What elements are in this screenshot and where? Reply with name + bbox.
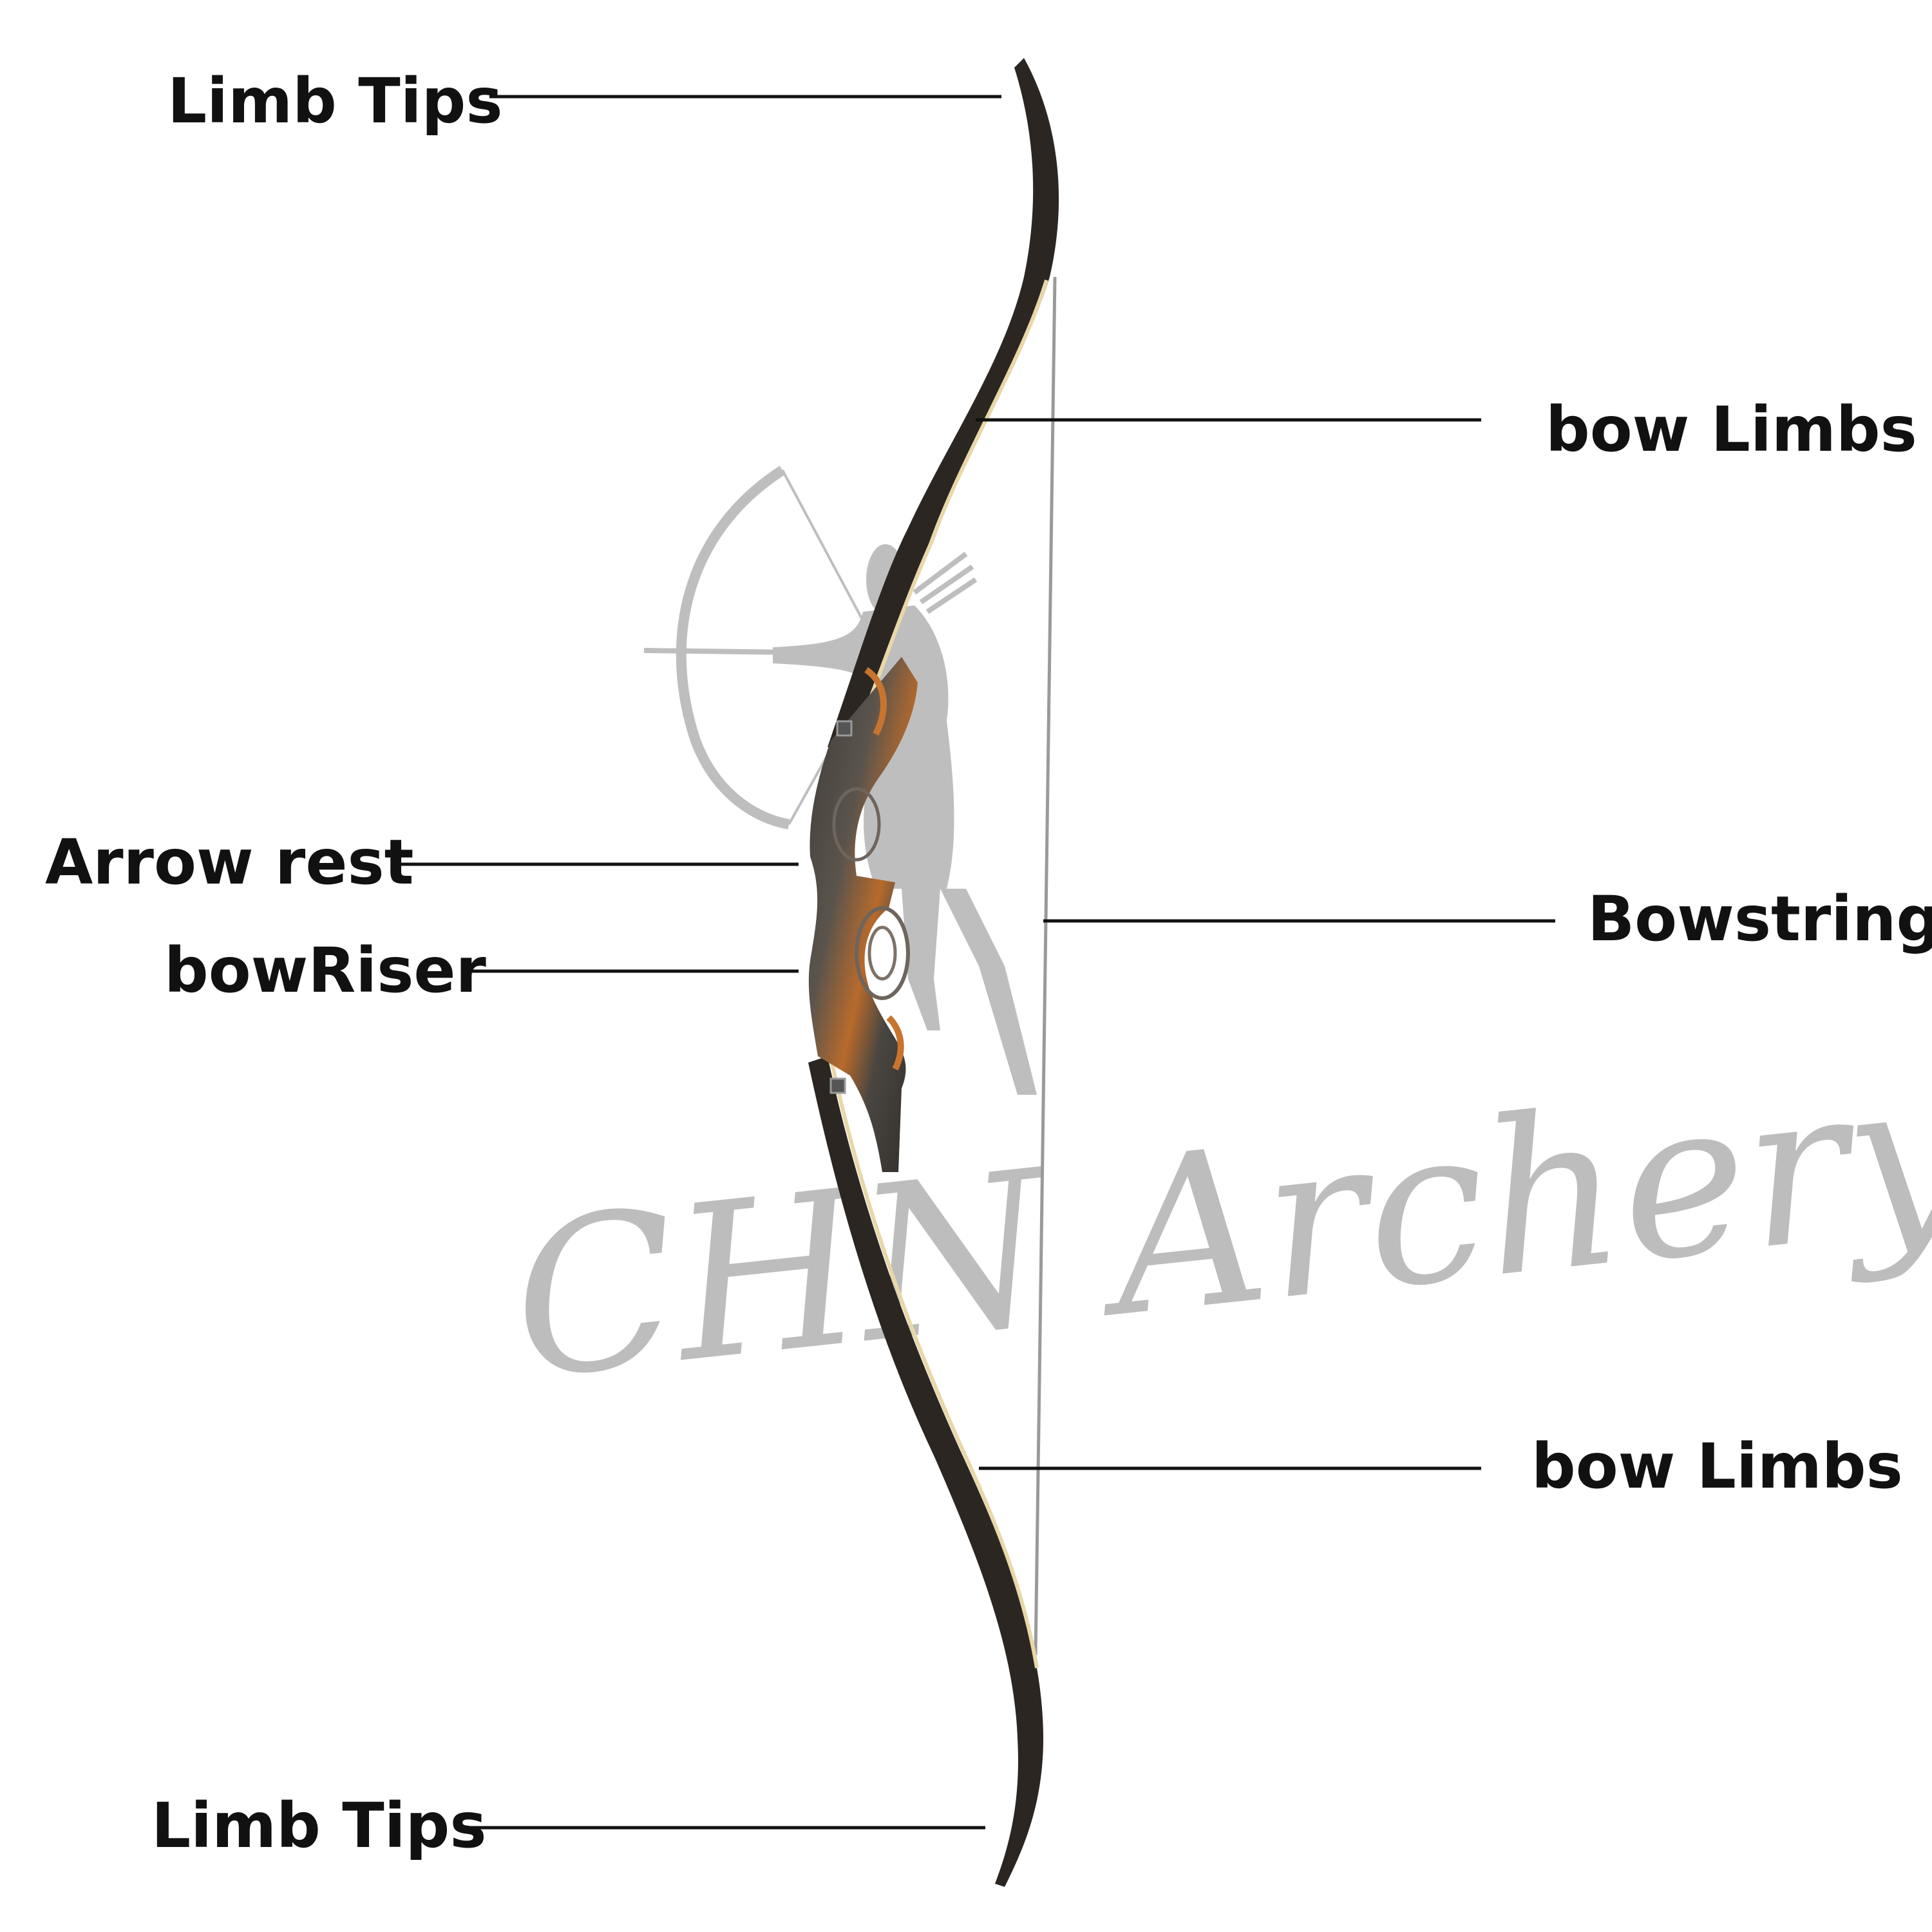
label-limb-tips-bottom: Limb Tips xyxy=(151,1790,487,1862)
label-limb-tips-top: Limb Tips xyxy=(167,65,503,137)
label-bow-limbs-upper: bow Limbs xyxy=(1546,393,1917,466)
bowstring-line xyxy=(1034,276,1057,1656)
lower-limb xyxy=(808,1056,1043,1887)
watermark-brand-text: CHN Archery xyxy=(502,1028,1932,1426)
upper-limb xyxy=(828,58,1059,753)
upper-limb-edge xyxy=(847,279,1048,756)
label-bowstring: Bowstring xyxy=(1587,883,1932,955)
label-bow-riser: bowRiser xyxy=(164,934,486,1007)
label-bow-limbs-lower: bow Limbs xyxy=(1531,1430,1903,1502)
bow-riser xyxy=(808,657,918,1172)
lower-limb-edge xyxy=(829,1057,1039,1669)
label-arrow-rest: Arrow rest xyxy=(45,826,414,898)
